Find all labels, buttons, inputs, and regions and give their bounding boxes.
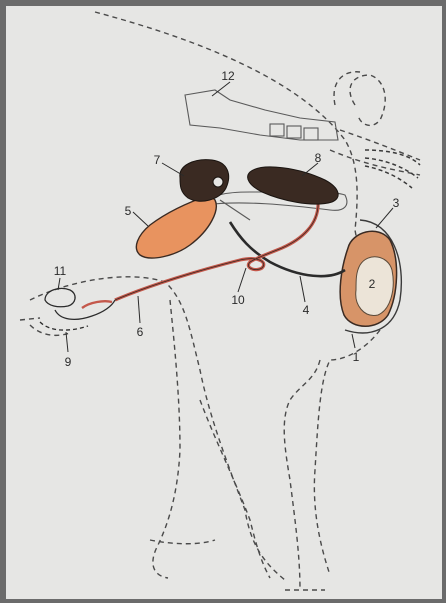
upper-jaw-bone bbox=[185, 90, 338, 140]
label-5: 5 bbox=[125, 204, 132, 218]
neck-ventral-outline bbox=[314, 330, 380, 575]
label-8: 8 bbox=[315, 151, 322, 165]
gland-opening bbox=[213, 177, 223, 187]
leader-1 bbox=[352, 334, 355, 348]
rostral-duct bbox=[82, 301, 112, 308]
leader-10 bbox=[238, 268, 246, 292]
label-2: 2 bbox=[369, 277, 376, 291]
ear-outline-dashes bbox=[330, 150, 420, 175]
tooth-3 bbox=[304, 128, 318, 140]
label-7: 7 bbox=[154, 153, 161, 167]
label-3: 3 bbox=[393, 196, 400, 210]
label-6: 6 bbox=[137, 325, 144, 339]
leader-5 bbox=[133, 212, 148, 226]
label-9: 9 bbox=[65, 355, 72, 369]
rostral-structure bbox=[40, 288, 115, 330]
leader-4 bbox=[300, 276, 305, 302]
rear-leg-outline bbox=[153, 300, 180, 578]
rostral-duct-outline bbox=[55, 300, 115, 319]
mandibular-gland bbox=[136, 195, 216, 258]
label-10: 10 bbox=[231, 293, 245, 307]
horn-outline-2 bbox=[334, 72, 360, 105]
rostral-gland bbox=[45, 288, 75, 306]
label-12: 12 bbox=[221, 69, 235, 83]
molar-gland bbox=[248, 167, 339, 204]
chest-outline bbox=[284, 360, 320, 590]
leader-6 bbox=[138, 296, 140, 323]
snout-outline bbox=[20, 318, 70, 335]
label-1: 1 bbox=[353, 350, 360, 364]
leader-3 bbox=[376, 208, 393, 228]
tooth-1 bbox=[270, 124, 284, 136]
label-11: 11 bbox=[54, 264, 67, 278]
horn-outline bbox=[350, 75, 385, 125]
rostral-lip bbox=[40, 322, 88, 330]
leader-9 bbox=[66, 332, 68, 352]
label-4: 4 bbox=[303, 303, 310, 317]
leader-7 bbox=[162, 163, 184, 176]
tooth-2 bbox=[287, 126, 301, 138]
ear-outline-dashes-2 bbox=[340, 130, 420, 160]
parotid-duct bbox=[230, 222, 345, 276]
front-leg-outline bbox=[30, 277, 285, 580]
